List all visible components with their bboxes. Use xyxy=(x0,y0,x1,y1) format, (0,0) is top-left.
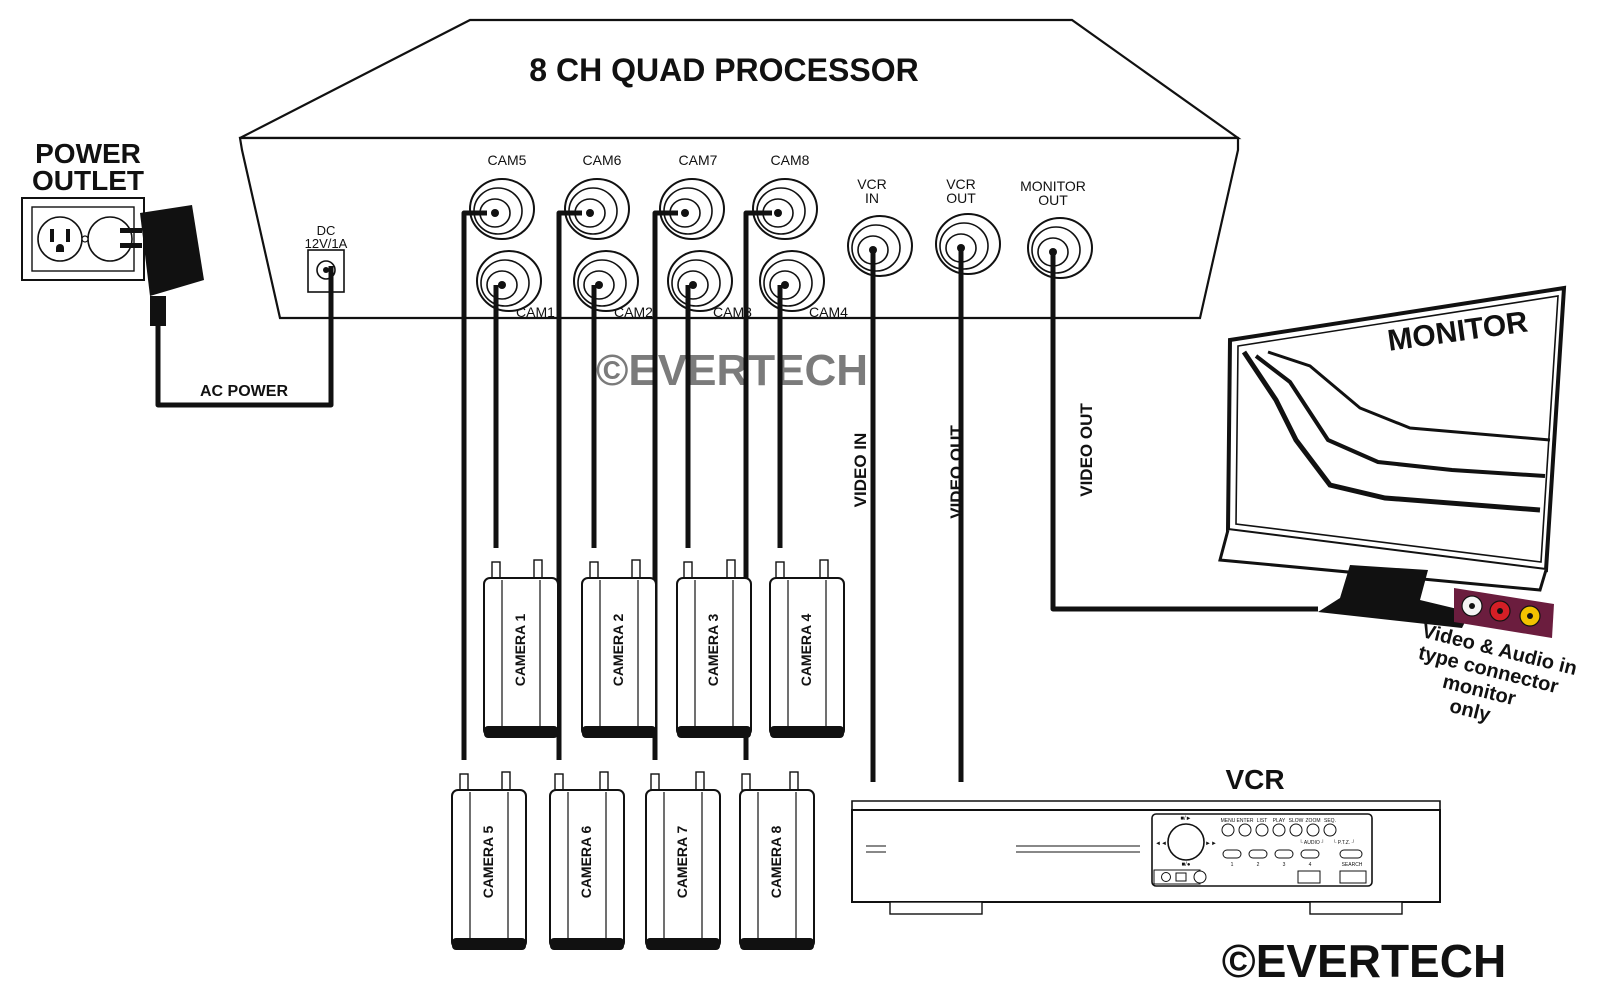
vcr-button-label: ZOOM xyxy=(1306,818,1321,824)
monitor: MONITOR xyxy=(1218,285,1567,628)
svg-text:■/●: ■/● xyxy=(1182,862,1191,868)
vcr-button-label: SEQ. xyxy=(1324,818,1336,824)
camera-2-label: CAMERA 2 xyxy=(610,613,626,686)
video-in-label: VIDEO IN xyxy=(851,433,870,508)
bnc-cam2 xyxy=(573,250,639,312)
vcr-sub-label-ptz: └ P.T.Z. ┘ xyxy=(1333,839,1355,846)
port-label-cam3: CAM3 xyxy=(713,304,752,320)
bnc-cam3 xyxy=(667,250,733,312)
camera-8: CAMERA 8 xyxy=(739,771,815,950)
vcr-number-label: 2 xyxy=(1257,862,1260,868)
monitor-video-out-label: VIDEO OUT xyxy=(1077,403,1096,497)
ac-power-label: AC POWER xyxy=(200,383,288,400)
vcr-button xyxy=(1272,823,1286,837)
vcr-number-button xyxy=(1300,849,1320,859)
camera-2: CAMERA 2 xyxy=(581,559,657,738)
port-label-vcr-out-2: OUT xyxy=(946,190,976,206)
ac-power-cable xyxy=(155,266,334,408)
port-label-cam2: CAM2 xyxy=(614,304,653,320)
power-outlet: POWER OUTLET xyxy=(21,138,145,281)
camera-1: CAMERA 1 xyxy=(483,559,559,738)
vcr-number-button xyxy=(1222,849,1242,859)
vcr-button-label: PLAY xyxy=(1273,818,1286,824)
port-label-cam7: CAM7 xyxy=(679,152,718,168)
power-outlet-label-2: OUTLET xyxy=(32,165,144,196)
dc-rating-label: 12V/1A xyxy=(305,236,348,251)
port-label-vcr-in-2: IN xyxy=(865,190,879,206)
bnc-vcr-in xyxy=(847,215,913,277)
vcr-search-label: SEARCH xyxy=(1342,862,1363,868)
vcr-button xyxy=(1221,823,1235,837)
camera-5-label: CAMERA 5 xyxy=(480,825,496,898)
vcr-button xyxy=(1323,823,1337,837)
vcr-number-label: 4 xyxy=(1309,862,1312,868)
vcr-button-label: MENU xyxy=(1221,818,1236,824)
svg-text:◄◄: ◄◄ xyxy=(1155,841,1167,847)
camera-6-label: CAMERA 6 xyxy=(578,825,594,898)
quad-processor: 8 CH QUAD PROCESSOR DC 12V/1A CAM5 CAM6 … xyxy=(238,18,1242,320)
port-label-cam8: CAM8 xyxy=(771,152,810,168)
camera-8-label: CAMERA 8 xyxy=(768,825,784,898)
camera-7: CAMERA 7 xyxy=(645,771,721,950)
vcr-sub-label-audio: └ AUDIO ┘ xyxy=(1299,839,1324,846)
rca-connector xyxy=(1454,588,1554,638)
port-label-vcr-out: VCR xyxy=(946,176,976,192)
camera-1-label: CAMERA 1 xyxy=(512,613,528,686)
vcr-number-button xyxy=(1274,849,1294,859)
camera-5: CAMERA 5 xyxy=(451,771,527,950)
vcr-search-button xyxy=(1339,849,1363,859)
vcr-button xyxy=(1238,823,1252,837)
bnc-monitor-out xyxy=(1027,217,1093,279)
bnc-connectors xyxy=(469,178,1093,312)
bnc-cam5 xyxy=(469,178,535,240)
vcr-button xyxy=(1255,823,1269,837)
vcr-button-label: SLOW xyxy=(1289,818,1304,824)
bnc-cam7 xyxy=(659,178,725,240)
vcr-number-button xyxy=(1248,849,1268,859)
brand-logo: ©EVERTECH xyxy=(1222,935,1506,987)
svg-text:■/►: ■/► xyxy=(1180,816,1191,822)
svg-text:►►: ►► xyxy=(1205,841,1217,847)
camera-4: CAMERA 4 xyxy=(769,559,845,738)
camera-4-label: CAMERA 4 xyxy=(798,613,814,686)
port-label-cam4: CAM4 xyxy=(809,304,848,320)
video-out-label: VIDEO OUT xyxy=(947,425,966,519)
port-label-vcr-in: VCR xyxy=(857,176,887,192)
vcr-button-label: ENTER xyxy=(1237,818,1254,824)
power-outlet-label: POWER xyxy=(35,138,141,169)
vcr-button xyxy=(1289,823,1303,837)
camera-3: CAMERA 3 xyxy=(676,559,752,738)
vcr-number-label: 1 xyxy=(1231,862,1234,868)
processor-title: 8 CH QUAD PROCESSOR xyxy=(529,52,918,88)
video-out-monitor-cable xyxy=(1050,252,1318,612)
camera-6: CAMERA 6 xyxy=(549,771,625,950)
port-label-cam5: CAM5 xyxy=(488,152,527,168)
port-label-cam6: CAM6 xyxy=(583,152,622,168)
port-label-monitor-out: MONITOR xyxy=(1020,178,1086,194)
bnc-cam8 xyxy=(752,178,818,240)
camera-7-label: CAMERA 7 xyxy=(674,825,690,898)
vcr-button xyxy=(1306,823,1320,837)
power-adapter xyxy=(120,205,204,326)
port-label-cam1: CAM1 xyxy=(516,304,555,320)
camera-3-label: CAMERA 3 xyxy=(705,613,721,686)
vcr-number-label: 3 xyxy=(1283,862,1286,868)
bnc-cam6 xyxy=(564,178,630,240)
bnc-cam4 xyxy=(759,250,825,312)
bnc-cam1 xyxy=(476,250,542,312)
bnc-vcr-out xyxy=(935,213,1001,275)
vcr-label: VCR xyxy=(1225,764,1284,795)
connector-note: Video & Audio in type connector monitor … xyxy=(1416,620,1579,726)
dc-label: DC xyxy=(317,223,336,238)
cameras: CAMERA 1 CAMERA 2 CAMERA 3 CAMERA 4 CAMERA 5… xyxy=(451,559,845,950)
port-label-monitor-out-2: OUT xyxy=(1038,192,1068,208)
vcr-button-label: LIST xyxy=(1257,818,1268,824)
watermark: ©EVERTECH xyxy=(596,346,868,395)
